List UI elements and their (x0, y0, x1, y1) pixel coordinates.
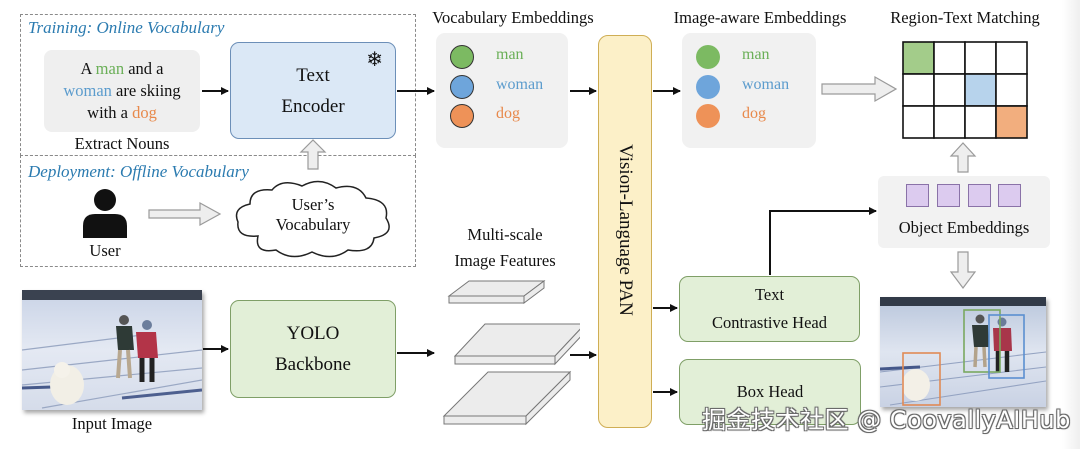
embedding-dot (696, 104, 720, 128)
sentence-text: A (80, 59, 96, 78)
deployment-region (20, 155, 416, 267)
image-aware-embedding-row (696, 45, 720, 69)
noun-dog: dog (132, 103, 157, 122)
matching-cell (964, 105, 997, 139)
vision-language-pan-box (598, 35, 652, 428)
cloud-text-line2: Vocabulary (275, 215, 351, 234)
matching-cell (933, 41, 966, 75)
image-aware-word: man (742, 46, 770, 63)
watermark: 掘金技术社区 @ CoovallyAIHub (702, 406, 1071, 434)
hollow-arrow-image-aware-to-matching (821, 75, 898, 103)
vocab-embedding-row (450, 45, 474, 69)
caption-sentence-box: A man and a woman are skiing with a dog (44, 50, 200, 132)
image-aware-word: woman (742, 76, 790, 93)
embedding-dot (696, 45, 720, 69)
user-vocabulary-cloud: User’s Vocabulary (228, 178, 398, 260)
feature-map-large (442, 370, 572, 426)
vocab-word: dog (496, 105, 520, 122)
embedding-dot (450, 104, 474, 128)
detection-box-woman (988, 314, 1025, 379)
object-embedding-token (906, 184, 929, 207)
vocab-embedding-row (450, 104, 474, 128)
extract-nouns-label: Extract Nouns (74, 134, 170, 153)
yolo-line2: Backbone (275, 354, 351, 375)
matching-cell (995, 73, 1028, 107)
input-image (22, 290, 202, 410)
deployment-title: Deployment: Offline Vocabulary (28, 162, 249, 181)
text-encoder-box: Text Encoder ❄ (230, 42, 396, 139)
vocab-word: woman (496, 76, 544, 93)
vocab-embeddings-title: Vocabulary Embeddings (432, 8, 594, 27)
arrow-contrastive-to-object-embeddings (769, 207, 877, 275)
matching-cell (902, 73, 935, 107)
text-contrastive-head-box: Text Contrastive Head (679, 276, 860, 342)
box-head-box: Box Head (679, 359, 861, 425)
input-image-label: Input Image (71, 414, 153, 433)
detection-box-dog (902, 352, 941, 406)
hollow-arrow-user-to-cloud (148, 201, 222, 227)
sentence-text: with a (87, 103, 133, 122)
embedding-dot (450, 75, 474, 99)
matching-cell-highlighted (995, 105, 1028, 139)
sentence-line-3: with a dog (44, 102, 200, 124)
user-label: User (89, 241, 121, 260)
box-head-label: Box Head (736, 382, 804, 401)
sentence-text: and a (124, 59, 164, 78)
cloud-text-line1: User’s (291, 195, 335, 214)
text-encoder-line2: Encoder (281, 95, 345, 117)
sentence-line-2: woman are skiing (44, 80, 200, 102)
object-embeddings-label: Object Embeddings (898, 218, 1030, 237)
object-embedding-token (937, 184, 960, 207)
sentence-text: are skiing (111, 81, 181, 100)
yolo-backbone-box: YOLO Backbone (230, 300, 396, 398)
right-edge-shade (1062, 0, 1080, 449)
hollow-arrow-object-to-output (949, 251, 977, 289)
feature-map-medium (453, 322, 587, 366)
vocab-embeddings-panel: man woman dog (436, 33, 568, 148)
output-detection-image (880, 297, 1046, 407)
hollow-arrow-cloud-to-encoder (299, 139, 327, 170)
multiscale-label-line1: Multi-scale (467, 225, 543, 244)
region-text-matching-title: Region-Text Matching (890, 8, 1040, 27)
text-contrastive-head-line1: Text (754, 285, 785, 304)
hollow-arrow-object-to-matching (949, 142, 977, 173)
noun-man: man (95, 59, 125, 78)
image-aware-embedding-row (696, 75, 720, 99)
feature-map-small (447, 280, 546, 304)
vocab-word: man (496, 46, 524, 63)
detection-box-man (963, 309, 1001, 373)
multiscale-label-line2: Image Features (454, 251, 556, 270)
image-aware-word: dog (742, 105, 766, 122)
training-title: Training: Online Vocabulary (28, 18, 225, 37)
image-aware-embedding-row (696, 104, 720, 128)
matching-grid (902, 41, 1028, 139)
user-icon (80, 188, 130, 238)
image-aware-embeddings-panel: man woman dog (682, 33, 816, 148)
object-embedding-token (968, 184, 991, 207)
object-embedding-token (998, 184, 1021, 207)
yolo-line1: YOLO (286, 323, 340, 344)
embedding-dot (450, 45, 474, 69)
feature-maps (440, 278, 587, 438)
noun-woman: woman (63, 81, 112, 100)
text-encoder-line1: Text (296, 64, 330, 86)
matching-cell (964, 41, 997, 75)
embedding-dot (696, 75, 720, 99)
snowflake-icon: ❄ (366, 47, 383, 71)
vocab-embedding-row (450, 75, 474, 99)
matching-grid-svg (902, 41, 1028, 139)
image-aware-embeddings-title: Image-aware Embeddings (673, 8, 847, 27)
text-contrastive-head-line2: Contrastive Head (711, 313, 827, 332)
sentence-line-1: A man and a (44, 58, 200, 80)
